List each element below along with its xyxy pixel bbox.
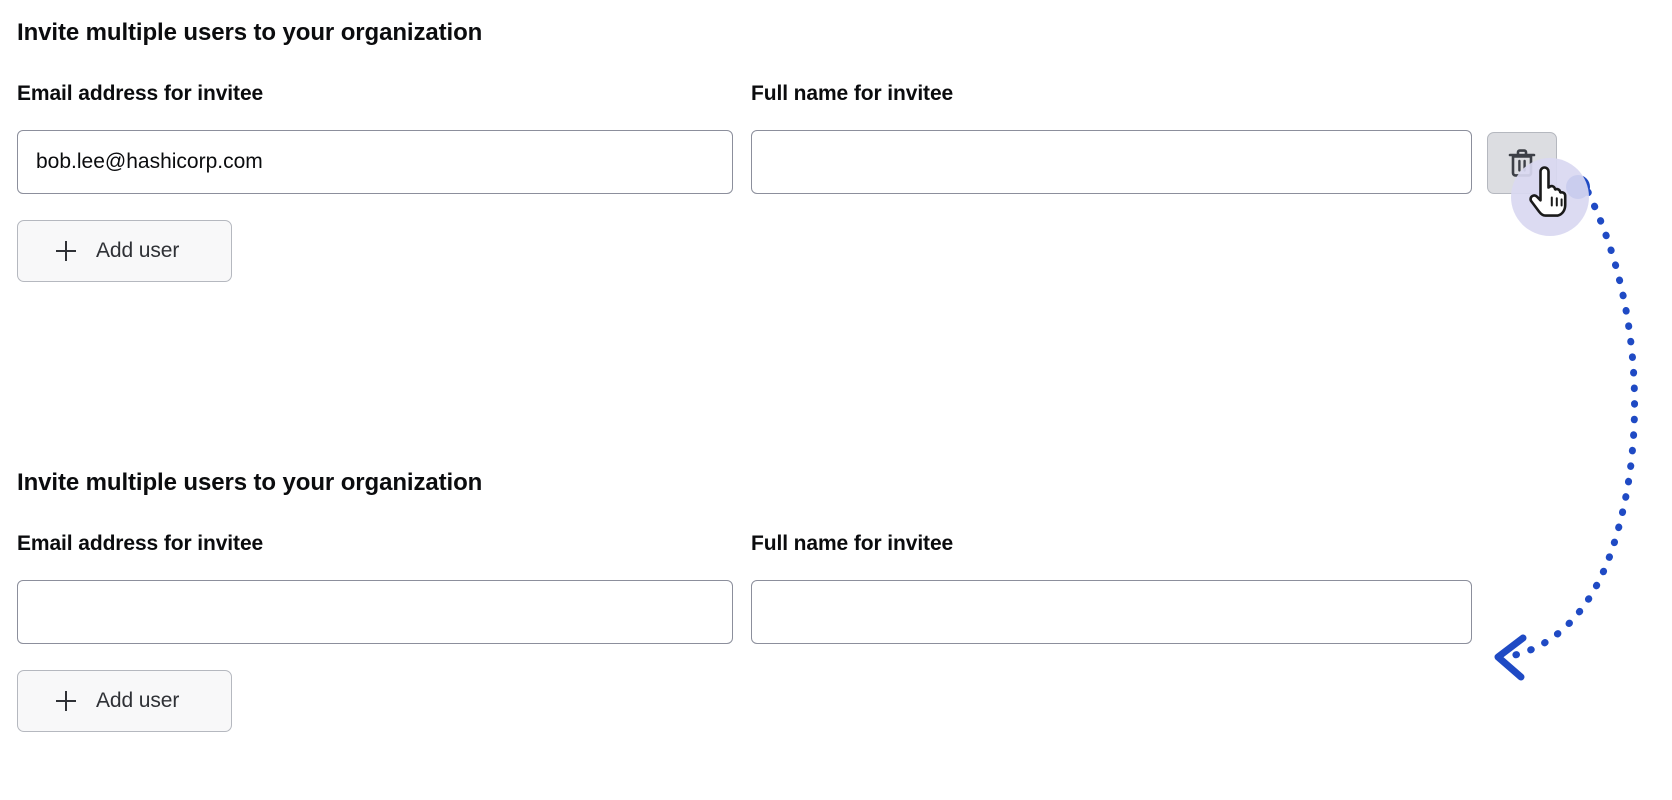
- name-field-label: Full name for invitee: [751, 82, 954, 105]
- arrowhead-icon: [1494, 634, 1527, 681]
- page-title-2: Invite multiple users to your organizati…: [17, 469, 483, 496]
- add-user-button-label-2: Add user: [96, 689, 180, 712]
- plus-icon: [56, 241, 76, 261]
- add-user-button-2[interactable]: Add user: [17, 670, 232, 732]
- name-field-label-2: Full name for invitee: [751, 532, 954, 555]
- page-title: Invite multiple users to your organizati…: [17, 19, 483, 46]
- plus-icon-2: [56, 691, 76, 711]
- arrow-dotted-path: [1501, 188, 1639, 661]
- delete-row-button[interactable]: [1487, 132, 1557, 194]
- add-user-button-label: Add user: [96, 239, 180, 262]
- email-input[interactable]: bob.lee@hashicorp.com: [17, 130, 733, 194]
- name-input-2[interactable]: [751, 580, 1472, 644]
- email-field-label-2: Email address for invitee: [17, 532, 264, 555]
- arrow-origin-dot: [1566, 175, 1590, 199]
- email-input-2[interactable]: [17, 580, 733, 644]
- email-field-label: Email address for invitee: [17, 82, 264, 105]
- email-input-value: bob.lee@hashicorp.com: [36, 150, 263, 173]
- name-input[interactable]: [751, 130, 1472, 194]
- add-user-button[interactable]: Add user: [17, 220, 232, 282]
- trash-icon: [1507, 147, 1537, 179]
